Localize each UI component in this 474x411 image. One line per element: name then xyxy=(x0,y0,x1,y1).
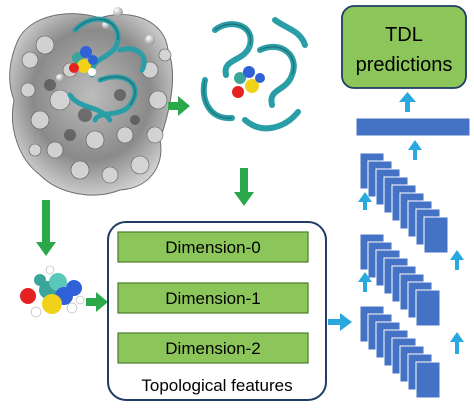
up-arrow-right-top xyxy=(408,140,422,160)
up-arrow-to-predictions xyxy=(399,92,416,112)
dimension-0-label: Dimension-0 xyxy=(165,238,260,257)
dimension-2-item: Dimension-2 xyxy=(117,332,309,364)
up-arrow-right-bottom xyxy=(450,332,464,354)
arrow-down-surface-to-ligand xyxy=(36,200,56,256)
up-arrow-left-upper xyxy=(358,192,372,210)
dimension-1-label: Dimension-1 xyxy=(165,289,260,308)
protein-ribbon-icon xyxy=(200,17,308,132)
network-stack-top xyxy=(359,152,449,254)
network-stack-middle xyxy=(359,233,441,327)
up-arrow-left-lower xyxy=(358,272,372,292)
topological-features-box: Dimension-0 Dimension-1 Dimension-2 Topo… xyxy=(107,221,327,401)
dimension-1-item: Dimension-1 xyxy=(117,282,309,314)
dense-layer-bar xyxy=(355,117,471,137)
neural-network-icon xyxy=(355,117,471,399)
arrow-right-features-to-network xyxy=(328,313,352,331)
network-stack-bottom xyxy=(359,305,441,399)
dimension-2-label: Dimension-2 xyxy=(165,339,260,358)
ligand-molecule-icon xyxy=(20,265,85,318)
arrow-right-surface-to-ribbon xyxy=(168,96,190,116)
arrow-right-ligand-to-features xyxy=(86,292,108,312)
protein-surface-complex-icon xyxy=(9,7,174,196)
arrow-down-ribbon-to-features xyxy=(234,168,254,206)
network-up-arrows xyxy=(358,92,464,354)
topological-features-caption: Topological features xyxy=(141,376,292,395)
tdl-predictions-box: TDL predictions xyxy=(341,5,467,89)
tdl-label: TDL xyxy=(385,24,423,46)
dimension-0-item: Dimension-0 xyxy=(117,231,309,263)
up-arrow-right-middle xyxy=(450,250,464,270)
predictions-label: predictions xyxy=(356,54,453,76)
